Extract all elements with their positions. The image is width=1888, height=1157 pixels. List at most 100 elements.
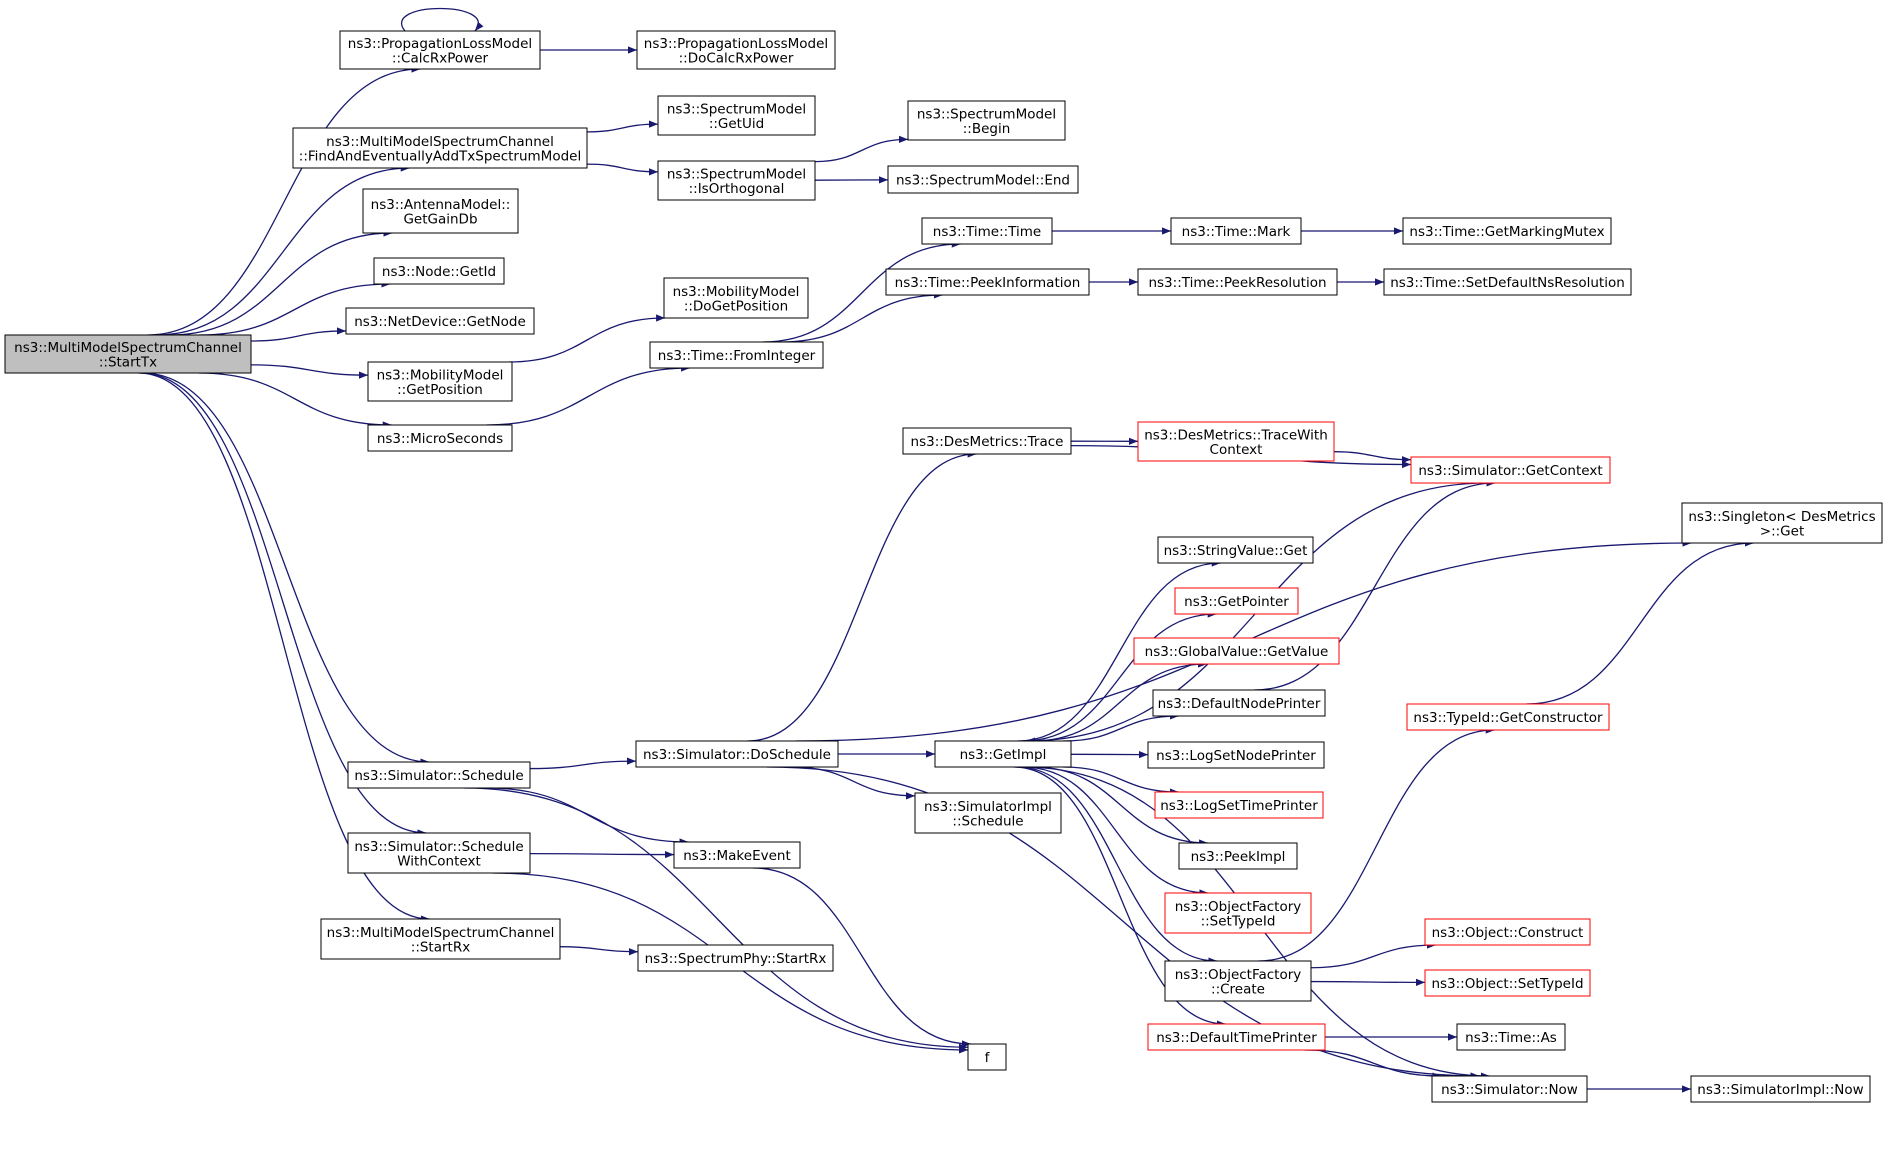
graph-node-label: ns3::NetDevice::GetNode (354, 314, 526, 330)
graph-node-nodeGetId[interactable]: ns3::Node::GetId (373, 257, 505, 285)
graph-edge-startTx-to-calcRx (147, 65, 421, 336)
graph-node-ofSetType[interactable]: ns3::ObjectFactory::SetTypeId (1164, 892, 1312, 934)
graph-node-box (362, 188, 519, 234)
graph-node-label: ns3::MakeEvent (683, 848, 791, 864)
graph-node-smEnd[interactable]: ns3::SpectrumModel::End (887, 165, 1079, 194)
graph-node-simSched[interactable]: ns3::Simulator::Schedule (347, 761, 531, 789)
graph-node-label: WithContext (397, 853, 481, 869)
graph-edge-defTimePr-to-simNow (1304, 1049, 1442, 1080)
graph-node-getPos[interactable]: ns3::MobilityModel::GetPosition (367, 361, 513, 402)
graph-node-objSetType[interactable]: ns3::Object::SetTypeId (1424, 969, 1591, 997)
graph-node-implNow[interactable]: ns3::SimulatorImpl::Now (1690, 1075, 1871, 1103)
graph-edge-defNodePr-to-getContext (1254, 479, 1496, 691)
graph-edge-doSchedule-to-implSched (792, 766, 916, 800)
graph-node-getPointer[interactable]: ns3::GetPointer (1174, 587, 1299, 615)
graph-node-label: ns3::SimulatorImpl::Now (1697, 1082, 1863, 1098)
graph-node-label: ns3::Time::Time (933, 224, 1041, 240)
graph-node-label: ns3::GetPointer (1184, 594, 1289, 610)
graph-node-makeEvent[interactable]: ns3::MakeEvent (673, 841, 801, 869)
graph-node-timeMark[interactable]: ns3::Time::Mark (1170, 217, 1302, 245)
graph-node-label: ns3::DesMetrics::TraceWith (1144, 427, 1328, 443)
graph-node-label: ns3::GetImpl (960, 747, 1047, 763)
graph-node-label: ns3::SpectrumModel (667, 166, 806, 182)
graph-node-box (649, 341, 824, 369)
graph-node-defNodePr[interactable]: ns3::DefaultNodePrinter (1152, 689, 1326, 717)
graph-node-getNode[interactable]: ns3::NetDevice::GetNode (345, 307, 535, 335)
graph-node-label: ns3::Simulator::Schedule (354, 839, 523, 855)
graph-node-label: ns3::Simulator::DoSchedule (643, 747, 831, 763)
graph-node-label: ::Schedule (952, 813, 1023, 829)
graph-node-defTimePr[interactable]: ns3::DefaultTimePrinter (1147, 1023, 1326, 1051)
graph-edge-startTx-to-findAdd (156, 164, 410, 336)
graph-node-box (673, 841, 801, 869)
graph-node-findAdd[interactable]: ns3::MultiModelSpectrumChannel::FindAndE… (292, 127, 588, 169)
graph-edge-fromInt-to-timeTime (762, 240, 961, 343)
graph-node-ofCreate[interactable]: ns3::ObjectFactory::Create (1164, 960, 1312, 1002)
graph-node-peekRes[interactable]: ns3::Time::PeekResolution (1137, 268, 1338, 296)
graph-node-logNodePr[interactable]: ns3::LogSetNodePrinter (1147, 741, 1325, 769)
graph-node-getCtor[interactable]: ns3::TypeId::GetConstructor (1406, 703, 1610, 731)
graph-node-strGet[interactable]: ns3::StringValue::Get (1157, 536, 1314, 564)
graph-node-setDefRes[interactable]: ns3::Time::SetDefaultNsResolution (1383, 268, 1632, 296)
graph-edge-doSchedule-to-simNow (766, 766, 1480, 1080)
graph-node-gainDb[interactable]: ns3::AntennaModel::GetGainDb (362, 188, 519, 234)
graph-node-label: ns3::DefaultTimePrinter (1156, 1030, 1317, 1046)
graph-node-fromInt[interactable]: ns3::Time::FromInteger (649, 341, 824, 369)
graph-node-peekImpl[interactable]: ns3::PeekImpl (1178, 842, 1298, 870)
graph-node-box (1170, 217, 1302, 245)
graph-node-gvGetValue[interactable]: ns3::GlobalValue::GetValue (1133, 637, 1340, 665)
graph-node-fNode[interactable]: f (967, 1043, 1007, 1071)
graph-node-label: ns3::Simulator::GetContext (1418, 463, 1602, 479)
graph-node-label: ns3::PropagationLossModel (644, 36, 828, 52)
graph-node-singleton[interactable]: ns3::Singleton< DesMetrics >::Get (1681, 502, 1883, 544)
graph-node-doSchedule[interactable]: ns3::Simulator::DoSchedule (635, 740, 839, 768)
graph-node-calcRx[interactable]: ns3::PropagationLossModel::CalcRxPower (339, 30, 541, 70)
graph-node-box (637, 944, 834, 972)
graph-node-peekInfo[interactable]: ns3::Time::PeekInformation (885, 268, 1090, 296)
graph-node-label: ns3::StringValue::Get (1164, 543, 1308, 559)
graph-node-timeAs[interactable]: ns3::Time::As (1456, 1023, 1566, 1051)
graph-node-getImpl[interactable]: ns3::GetImpl (934, 740, 1072, 768)
graph-node-label: ns3::SimulatorImpl (924, 799, 1052, 815)
graph-node-box (1410, 456, 1611, 484)
graph-node-box (292, 127, 588, 169)
graph-node-box (907, 100, 1066, 141)
graph-node-markMutex[interactable]: ns3::Time::GetMarkingMutex (1402, 217, 1612, 245)
graph-node-box (887, 165, 1079, 194)
graph-node-getUid[interactable]: ns3::SpectrumModel::GetUid (657, 95, 816, 136)
graph-node-startRx[interactable]: ns3::MultiModelSpectrumChannel::StartRx (320, 918, 561, 960)
graph-node-isOrtho[interactable]: ns3::SpectrumModel::IsOrthogonal (657, 160, 816, 201)
graph-node-box (902, 427, 1072, 455)
graph-node-label: ::Begin (963, 121, 1011, 137)
graph-node-implSched[interactable]: ns3::SimulatorImpl::Schedule (914, 792, 1062, 834)
graph-node-label: ns3::MultiModelSpectrumChannel (327, 925, 555, 941)
graph-node-box (914, 792, 1062, 834)
graph-node-startTx[interactable]: ns3::MultiModelSpectrumChannel::StartTx (4, 334, 252, 374)
graph-node-timeTime[interactable]: ns3::Time::Time (921, 217, 1053, 245)
graph-node-box (1383, 268, 1632, 296)
graph-edge-getImpl-to-ofCreate (1016, 766, 1218, 965)
graph-node-label: ::Create (1211, 981, 1265, 997)
graph-edge-simSched-to-fNode (464, 787, 969, 1051)
graph-node-box (663, 277, 809, 319)
graph-node-desTrace[interactable]: ns3::DesMetrics::Trace (902, 427, 1072, 455)
graph-edge-getImpl-to-logTimePr (1063, 766, 1179, 796)
graph-node-smBegin[interactable]: ns3::SpectrumModel::Begin (907, 100, 1066, 141)
graph-node-simNow[interactable]: ns3::Simulator::Now (1431, 1075, 1588, 1103)
graph-node-box (1178, 842, 1298, 870)
graph-edge-isOrtho-to-smBegin (814, 135, 909, 163)
graph-node-doCalcRx[interactable]: ns3::PropagationLossModel::DoCalcRxPower (636, 30, 836, 70)
graph-node-doGetPos[interactable]: ns3::MobilityModel::DoGetPosition (663, 277, 809, 319)
graph-node-phyStartRx[interactable]: ns3::SpectrumPhy::StartRx (637, 944, 834, 972)
graph-node-box (1164, 960, 1312, 1002)
graph-node-label: ns3::MobilityModel (673, 284, 800, 300)
graph-node-micro[interactable]: ns3::MicroSeconds (367, 424, 513, 452)
graph-node-getContext[interactable]: ns3::Simulator::GetContext (1410, 456, 1611, 484)
graph-edge-getImpl-to-strGet (1017, 559, 1221, 742)
graph-node-box (347, 832, 531, 874)
graph-node-logTimePr[interactable]: ns3::LogSetTimePrinter (1154, 791, 1324, 819)
graph-node-label: ns3::SpectrumModel::End (896, 173, 1070, 189)
graph-node-objConstruct[interactable]: ns3::Object::Construct (1424, 918, 1591, 946)
